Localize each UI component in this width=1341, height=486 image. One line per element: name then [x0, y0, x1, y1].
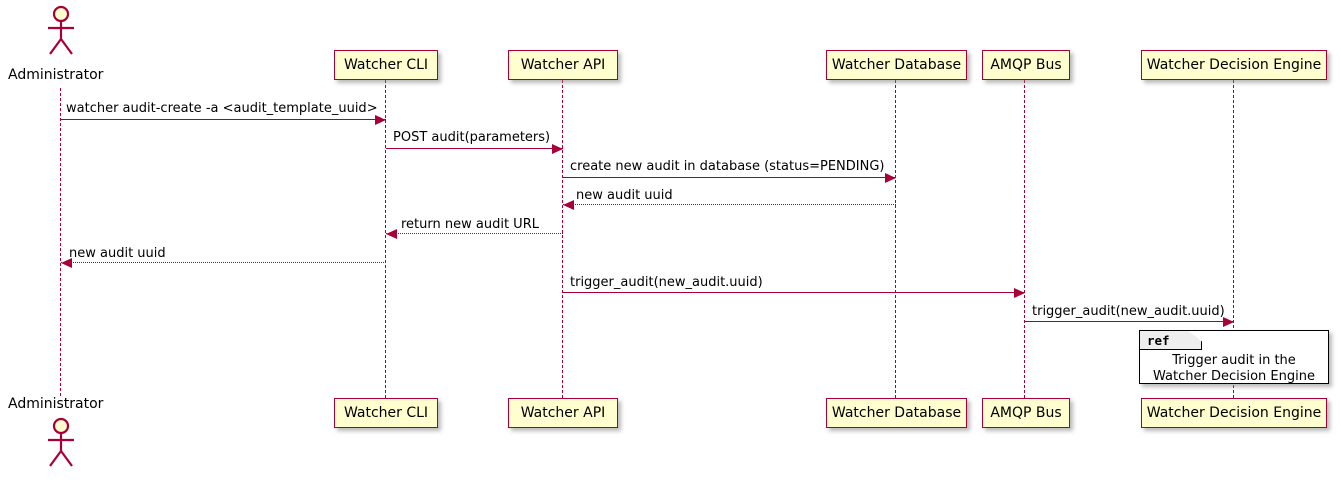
- lifeline-cli: [385, 80, 387, 398]
- message-line-6: [61, 262, 386, 263]
- message-arrowhead-3: [885, 172, 896, 183]
- lifeline-api: [562, 80, 564, 398]
- participant-label: Watcher CLI: [343, 405, 429, 421]
- actor-figure-top: [38, 4, 84, 56]
- message-label-3: create new audit in database (status=PEN…: [570, 159, 885, 174]
- participant-label: Watcher Decision Engine: [1146, 405, 1322, 421]
- participant-box-db-bottom[interactable]: Watcher Database: [826, 398, 967, 428]
- message-arrowhead-6: [61, 257, 72, 268]
- ref-fragment-tab: ref: [1140, 331, 1202, 350]
- actor-label-top: Administrator: [8, 67, 104, 83]
- participant-box-engine-top[interactable]: Watcher Decision Engine: [1141, 50, 1327, 80]
- participant-label: AMQP Bus: [990, 57, 1062, 73]
- message-arrowhead-7: [1014, 287, 1025, 298]
- participant-box-api-top[interactable]: Watcher API: [508, 50, 618, 80]
- participant-box-amqp-top[interactable]: AMQP Bus: [982, 50, 1070, 80]
- participant-label: Watcher Database: [831, 405, 962, 421]
- message-line-1: [61, 119, 386, 120]
- message-line-8: [1025, 321, 1234, 322]
- ref-fragment-line-2: Watcher Decision Engine: [1153, 369, 1315, 384]
- message-label-2: POST audit(parameters): [393, 130, 551, 145]
- ref-fragment-label: ref: [1147, 332, 1170, 348]
- participant-label: Watcher API: [520, 405, 606, 421]
- lifeline-engine: [1233, 80, 1235, 398]
- message-label-1: watcher audit-create -a <audit_template_…: [66, 101, 378, 116]
- lifeline-actor: [60, 88, 62, 396]
- participant-box-amqp-bottom[interactable]: AMQP Bus: [982, 398, 1070, 428]
- participant-label: Watcher CLI: [343, 57, 429, 73]
- participant-box-api-bottom[interactable]: Watcher API: [508, 398, 618, 428]
- message-arrowhead-2: [552, 143, 563, 154]
- message-line-7: [563, 292, 1025, 293]
- lifeline-db: [895, 80, 897, 398]
- ref-fragment-line-1: Trigger audit in the: [1172, 353, 1296, 368]
- participant-label: AMQP Bus: [990, 405, 1062, 421]
- participant-label: Watcher Decision Engine: [1146, 57, 1322, 73]
- message-label-7: trigger_audit(new_audit.uuid): [570, 275, 763, 290]
- message-line-4: [563, 204, 896, 205]
- actor-figure-bottom: [38, 416, 84, 468]
- message-label-4: new audit uuid: [576, 188, 673, 203]
- participant-label: Watcher Database: [831, 57, 962, 73]
- lifeline-amqp: [1024, 80, 1026, 398]
- participant-box-engine-bottom[interactable]: Watcher Decision Engine: [1141, 398, 1327, 428]
- message-line-2: [386, 148, 563, 149]
- actor-label-bottom: Administrator: [8, 396, 104, 412]
- participant-box-cli-top[interactable]: Watcher CLI: [334, 50, 438, 80]
- message-arrowhead-1: [375, 114, 386, 125]
- participant-box-db-top[interactable]: Watcher Database: [826, 50, 967, 80]
- message-arrowhead-5: [386, 228, 397, 239]
- message-arrowhead-4: [563, 199, 574, 210]
- message-label-5: return new audit URL: [401, 217, 539, 232]
- participant-box-cli-bottom[interactable]: Watcher CLI: [334, 398, 438, 428]
- message-arrowhead-8: [1223, 316, 1234, 327]
- message-label-6: new audit uuid: [69, 246, 166, 261]
- message-label-8: trigger_audit(new_audit.uuid): [1032, 304, 1225, 319]
- participant-label: Watcher API: [520, 57, 606, 73]
- message-line-5: [386, 233, 563, 234]
- message-line-3: [563, 177, 896, 178]
